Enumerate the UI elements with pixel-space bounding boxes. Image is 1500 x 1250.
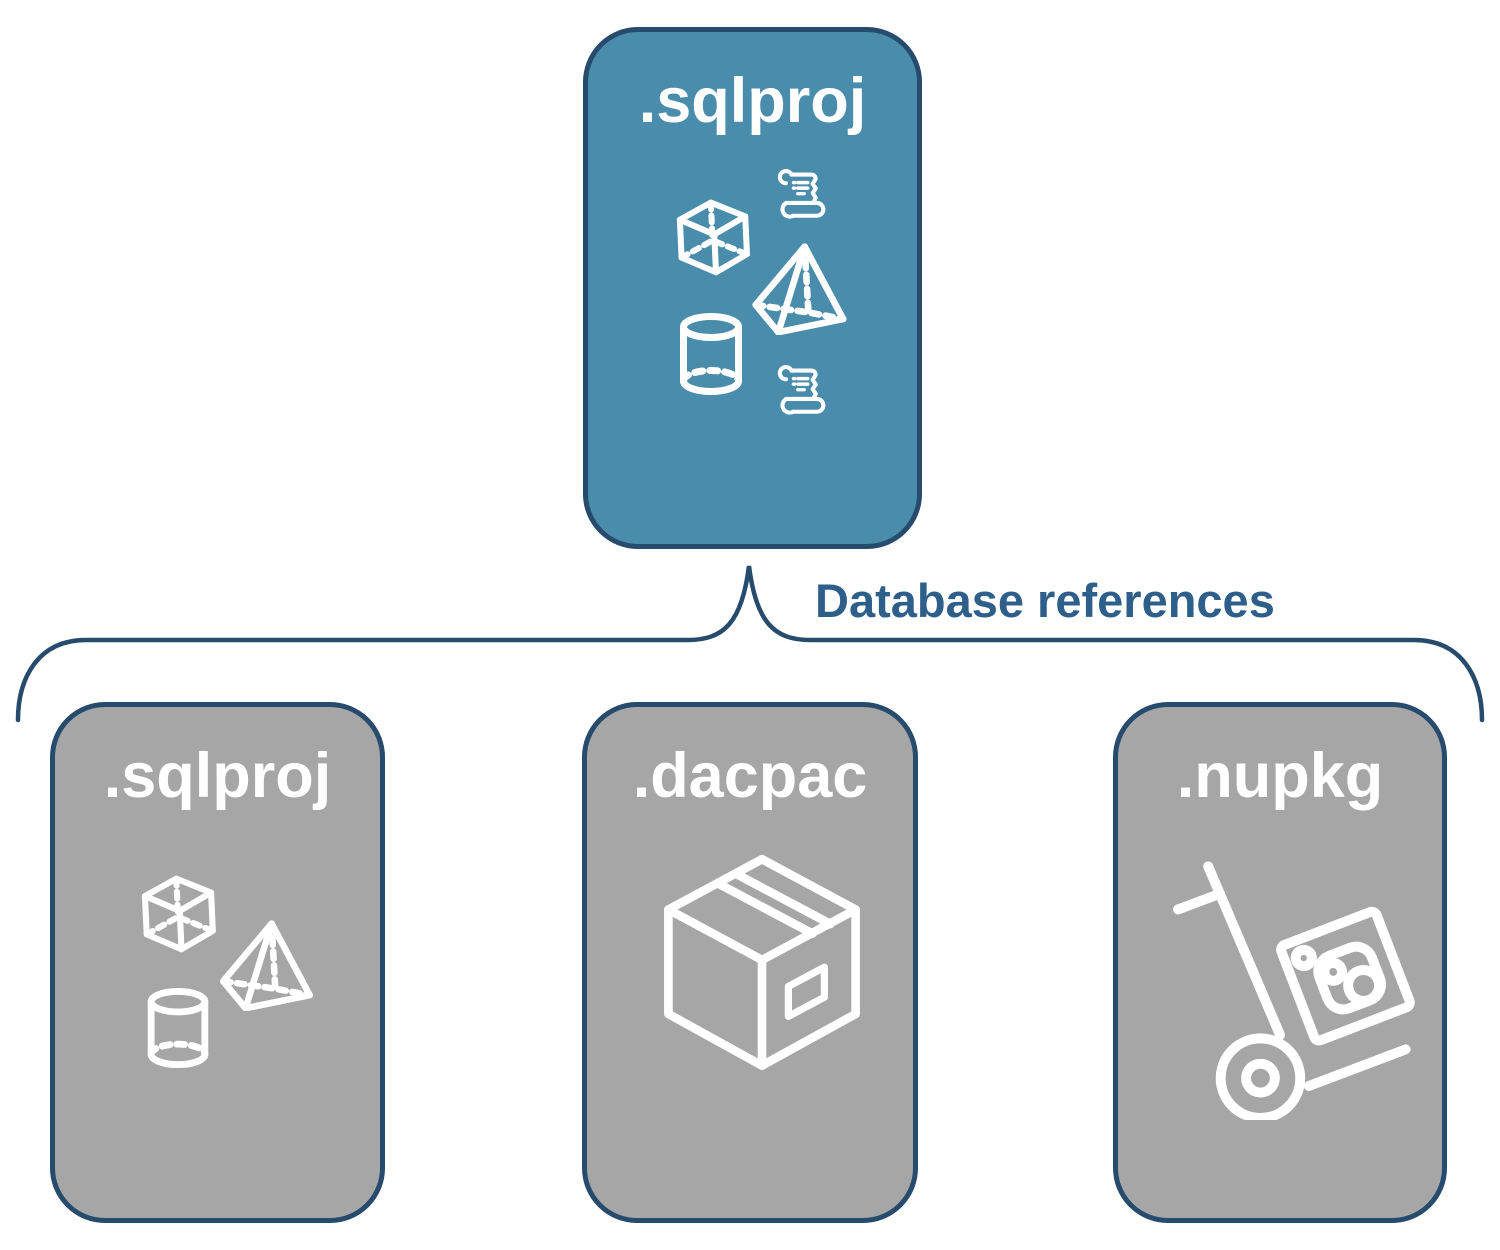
node-child-title: .nupkg <box>1176 741 1384 811</box>
pyramid-icon <box>752 243 847 335</box>
cylinder-icon <box>147 988 209 1069</box>
package-icon <box>664 854 860 1070</box>
node-root-sqlproj: .sqlproj <box>583 27 922 549</box>
cube-icon <box>676 199 750 276</box>
node-child-title: .dacpac <box>632 741 868 811</box>
node-child-dacpac: .dacpac <box>582 702 918 1223</box>
scroll-icon <box>777 169 826 219</box>
pyramid-icon <box>219 920 313 1011</box>
node-child-nupkg: .nupkg <box>1113 702 1447 1223</box>
node-child-sqlproj: .sqlproj <box>50 702 385 1223</box>
node-child-title: .sqlproj <box>103 741 332 811</box>
connector-label: Database references <box>815 574 1275 627</box>
cylinder-icon <box>680 313 742 395</box>
scroll-icon <box>777 365 826 415</box>
node-root-title: .sqlproj <box>638 66 867 136</box>
nuget-logo <box>1276 906 1415 1046</box>
hand-truck-icon <box>1173 861 1415 1120</box>
cube-icon <box>141 875 216 953</box>
